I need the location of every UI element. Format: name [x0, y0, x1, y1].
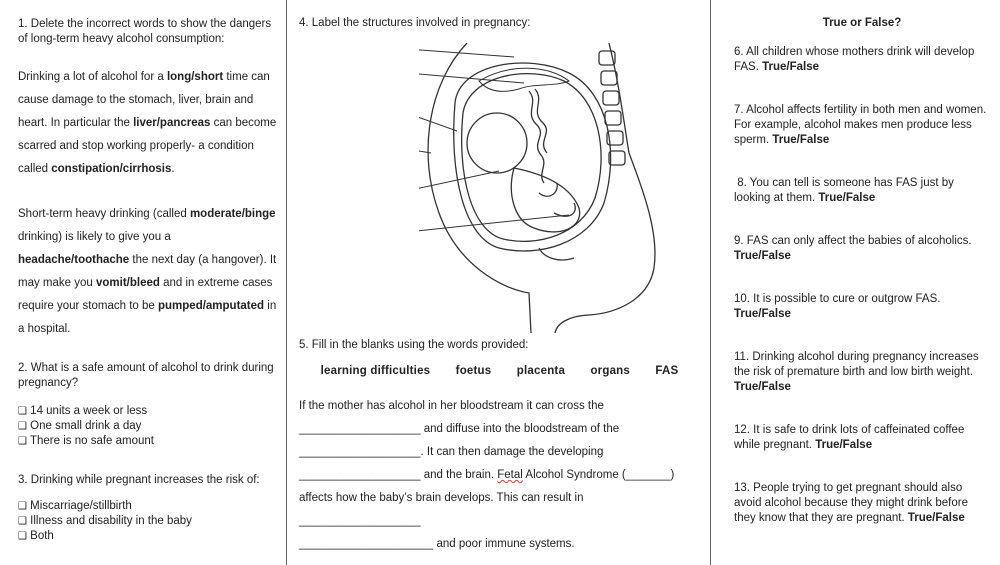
text-run: Drinking a lot of alcohol for a: [18, 71, 167, 83]
text-run: and in extreme cases require your stomac…: [18, 277, 273, 312]
fill-line-6: _____________________ and poor immune sy…: [299, 538, 575, 550]
word-bank-item: FAS: [655, 365, 679, 377]
fill-line-4: ___________________ and the brain. Fetal…: [299, 469, 675, 481]
fill-line-5: affects how the baby’s brain develops. T…: [299, 492, 584, 527]
label-lines: [419, 49, 570, 232]
tf-answer[interactable]: True/False: [772, 134, 830, 146]
tf-answer[interactable]: True/False: [734, 381, 791, 393]
blank-field[interactable]: _____________________: [299, 538, 434, 550]
umbilical-cord: [528, 90, 545, 184]
fill-line-1: If the mother has alcohol in her bloodst…: [299, 400, 604, 412]
tf-item: 9. FAS can only affect the babies of alc…: [734, 235, 972, 262]
q1-paragraph-1: Drinking a lot of alcohol for a long/sho…: [18, 66, 277, 181]
blank-field[interactable]: ___________________: [299, 515, 421, 527]
q3-option[interactable]: ❑ Both: [18, 530, 54, 542]
text-run: Short-term heavy drinking (called: [18, 208, 190, 220]
q2-options: ❑ 14 units a week or less ❑ One small dr…: [18, 404, 277, 449]
word-bank-item: foetus: [455, 365, 492, 377]
tf-item: 13. People trying to get pregnant should…: [734, 482, 968, 524]
text-run: drinking) is likely to give you a: [18, 231, 171, 243]
tf-item: 12. It is safe to drink lots of caffeina…: [734, 424, 965, 451]
q3-option[interactable]: ❑ Illness and disability in the baby: [18, 515, 192, 527]
word-bank-item: learning difficulties: [320, 365, 431, 377]
pregnancy-diagram: [419, 43, 656, 333]
column-left: 1. Delete the incorrect words to show th…: [0, 0, 285, 565]
blank-field[interactable]: ___________________: [299, 469, 421, 481]
cervix: [538, 247, 575, 261]
answer-choice[interactable]: constipation/cirrhosis: [51, 163, 172, 175]
fill-line-2: ___________________ and diffuse into the…: [299, 423, 620, 435]
q2-option[interactable]: ❑ 14 units a week or less: [18, 405, 148, 417]
checkbox-icon[interactable]: ❑: [18, 421, 27, 432]
tf-answer[interactable]: True/False: [734, 308, 791, 320]
tf-answer[interactable]: True/False: [818, 192, 876, 204]
text-run: the next day (a hangover). It may make y…: [18, 254, 277, 289]
placenta: [478, 67, 570, 92]
text-run: .: [171, 163, 175, 175]
q2-heading: 2. What is a safe amount of alcohol to d…: [18, 362, 274, 389]
checkbox-icon[interactable]: ❑: [18, 516, 27, 527]
true-false-title: True or False?: [822, 17, 902, 29]
true-false-list: 6. All children whose mothers drink will…: [734, 45, 990, 526]
answer-choice[interactable]: moderate/binge: [189, 208, 276, 220]
fill-line-3: ___________________. It can then damage …: [299, 446, 604, 458]
text-run: in a hospital.: [18, 300, 277, 335]
answer-choice[interactable]: vomit/bleed: [95, 277, 160, 289]
spine: [598, 50, 626, 166]
word-bank-item: organs: [590, 365, 630, 377]
q3-option[interactable]: ❑ Miscarriage/stillbirth: [18, 500, 132, 512]
answer-choice[interactable]: pumped/amputated: [158, 300, 265, 312]
blank-field[interactable]: ___________________: [299, 423, 421, 435]
q2-option[interactable]: ❑ There is no safe amount: [18, 435, 154, 447]
blank-field[interactable]: ___________________: [299, 446, 421, 458]
tf-item: 8. You can tell is someone has FAS just …: [734, 177, 954, 204]
answer-choice[interactable]: liver/pancreas: [133, 117, 211, 129]
q4-heading: 4. Label the structures involved in preg…: [299, 17, 531, 29]
tf-item: 6. All children whose mothers drink will…: [734, 46, 975, 73]
checkbox-icon[interactable]: ❑: [18, 501, 27, 512]
tf-answer[interactable]: True/False: [815, 439, 873, 451]
q1-paragraph-2: Short-term heavy drinking (called modera…: [18, 203, 277, 341]
tf-item: 7. Alcohol affects fertility in both men…: [734, 104, 987, 146]
column-right: True or False? 6. All children whose mot…: [710, 0, 1000, 565]
fill-in-paragraph: If the mother has alcohol in her bloodst…: [299, 395, 700, 556]
text-run: time can cause damage to the stomach, li…: [18, 71, 270, 129]
column-middle: 4. Label the structures involved in preg…: [286, 0, 710, 565]
text-run: can become scarred and stop working prop…: [18, 117, 277, 175]
q3-heading: 3. Drinking while pregnant increases the…: [18, 474, 260, 486]
checkbox-icon[interactable]: ❑: [18, 436, 27, 447]
word-bank-item: placenta: [516, 365, 566, 377]
tf-item: 11. Drinking alcohol during pregnancy in…: [734, 351, 979, 393]
q2-option[interactable]: ❑ One small drink a day: [18, 420, 142, 432]
body-outline: [427, 43, 532, 333]
tf-answer[interactable]: True/False: [907, 512, 965, 524]
tf-answer[interactable]: True/False: [734, 250, 791, 262]
tf-answer[interactable]: True/False: [762, 61, 820, 73]
uterus: [453, 62, 612, 252]
tf-item: 10. It is possible to cure or outgrow FA…: [734, 293, 941, 320]
q1-heading: 1. Delete the incorrect words to show th…: [18, 18, 272, 45]
word-bank: learning difficulties foetus placenta or…: [299, 365, 700, 377]
back-outline: [554, 43, 656, 333]
blank-field[interactable]: _______: [625, 469, 671, 481]
q3-options: ❑ Miscarriage/stillbirth ❑ Illness and d…: [18, 499, 277, 544]
answer-choice[interactable]: headache/toothache: [18, 254, 130, 266]
checkbox-icon[interactable]: ❑: [18, 531, 27, 542]
checkbox-icon[interactable]: ❑: [18, 406, 27, 417]
foetus-head: [466, 112, 528, 174]
foetus-body: [510, 167, 581, 233]
answer-choice[interactable]: long/short: [166, 71, 224, 83]
q5-heading: 5. Fill in the blanks using the words pr…: [299, 339, 529, 351]
